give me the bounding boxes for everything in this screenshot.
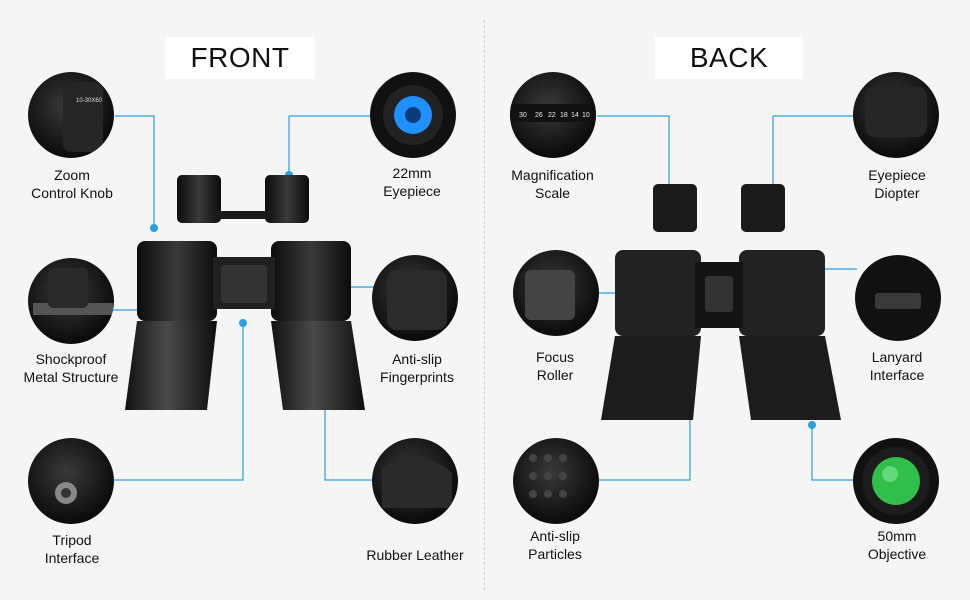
eyepiece-closeup [370,72,456,158]
back-panel: BACK 30 [485,0,970,600]
front-title: FRONT [165,37,315,79]
zoom-scale-text: 10-30X60 [76,98,103,104]
rubber-leather-closeup [372,438,458,524]
lanyard-closeup [855,255,941,341]
panel-divider [484,20,485,590]
diopter-closeup [853,72,939,158]
tripod-closeup [28,438,114,524]
particles-closeup [513,438,599,524]
objective-lens-closeup [853,438,939,524]
fingerprints-closeup [372,255,458,341]
shockproof-closeup [28,258,114,344]
focus-roller-closeup [513,250,599,336]
scale-number-18: 18 [560,112,568,119]
scale-number-30: 30 [519,112,527,119]
back-binoculars-image [601,184,841,420]
front-panel: FRONT [23,37,464,566]
scale-number-26: 26 [535,112,543,119]
scale-number-10: 10 [582,112,590,119]
zoom-knob-closeup: 10-30X60 [28,72,114,158]
scale-number-22: 22 [548,112,556,119]
front-binoculars-image [125,175,365,410]
magnification-scale-closeup: 30 26 22 18 14 10 [510,72,596,158]
rubber-leather-label: Rubber Leather [366,547,464,563]
scale-number-14: 14 [571,112,579,119]
back-title: BACK [655,37,803,79]
